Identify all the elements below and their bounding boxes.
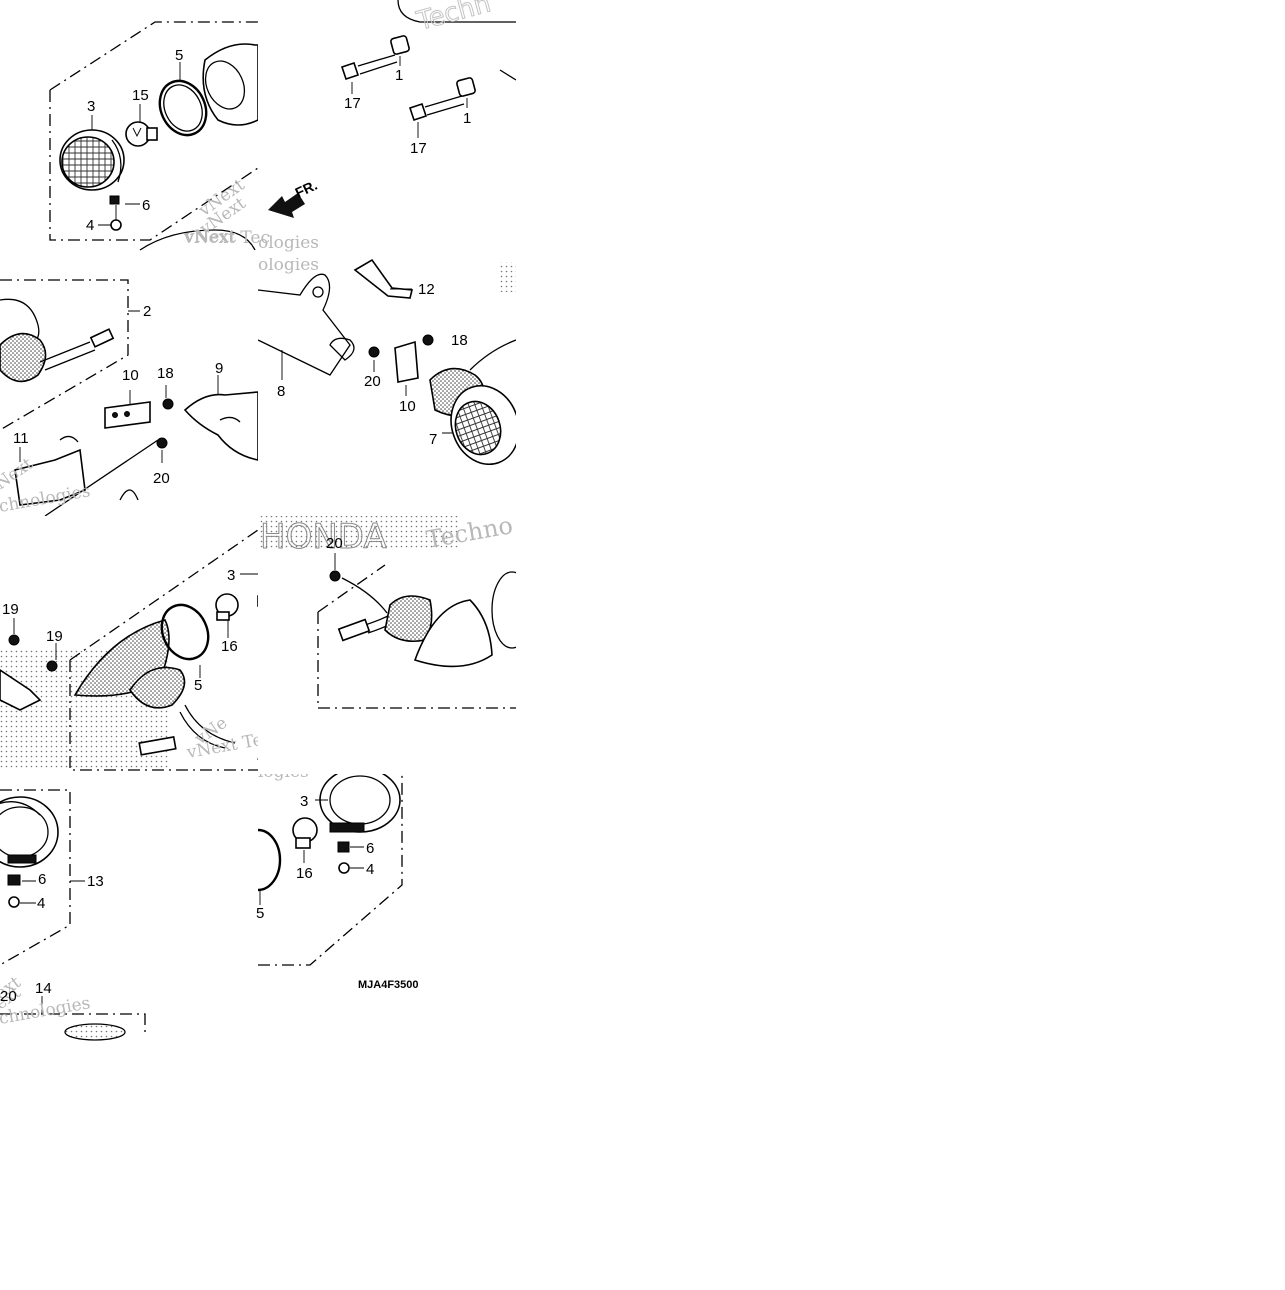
bracket-part-11	[14, 448, 86, 506]
callout-label-14: 14	[35, 980, 52, 997]
callout-label-20: 20	[326, 535, 343, 552]
callout-label-6: 6	[142, 197, 150, 214]
callout-label-3: 3	[87, 98, 95, 115]
callout-label-10: 10	[122, 367, 139, 384]
screw-part-20	[156, 437, 168, 449]
callout-label-17: 17	[410, 140, 427, 157]
callout-label-18: 18	[157, 365, 174, 382]
callout-label-4: 4	[366, 861, 374, 878]
tile-front-left-lamp: vNext vNext	[49, 21, 258, 251]
svg-text:vNext: vNext	[184, 227, 236, 247]
watermark-text: ologies	[258, 233, 319, 253]
front-marker-text: FR.	[293, 177, 320, 201]
callout-label-16: 16	[221, 638, 238, 655]
callout-label-5: 5	[175, 47, 183, 64]
turn-signal-part-7	[429, 339, 516, 466]
bulb-part-16b	[292, 817, 318, 849]
lamp-unit-part-13	[0, 796, 59, 868]
screw-part-4b	[8, 896, 20, 908]
gasket-part-5	[158, 79, 208, 137]
tile-rear-right-lamp: HONDA Techno	[258, 516, 516, 709]
callout-label-20: 20	[0, 988, 17, 1005]
screw-part-4	[110, 219, 122, 231]
bracket-part-10-right	[394, 340, 419, 383]
turn-signal-part-2	[0, 298, 115, 383]
tile-right-stay: ologies	[258, 255, 516, 466]
tile-lamp-3: logies	[258, 762, 403, 966]
lens-part-3c	[319, 774, 401, 833]
callout-label-6: 6	[38, 871, 46, 888]
nut-part-6b	[7, 874, 21, 886]
callout-label-3: 3	[300, 793, 308, 810]
tile-lamp-14: ext chnologies	[0, 972, 146, 1041]
callout-label-6: 6	[366, 840, 374, 857]
callout-label-12: 12	[418, 281, 435, 298]
callout-label-1: 1	[463, 110, 471, 127]
watermark-text: HONDA	[260, 517, 387, 557]
callout-label-9: 9	[215, 360, 223, 377]
tile-mount-bolts: Techn FR. ologies	[258, 0, 516, 253]
callout-label-19: 19	[46, 628, 63, 645]
bulb-part-16	[215, 593, 239, 621]
callout-label-19: 19	[2, 601, 19, 618]
callout-label-16: 16	[296, 865, 313, 882]
watermark-text: vNext Tec	[183, 228, 270, 248]
screw-part-20-rear	[329, 570, 341, 582]
callout-label-5: 5	[194, 677, 202, 694]
bulb-part-15	[125, 121, 158, 147]
watermark-text: Techn	[413, 0, 494, 37]
callout-label-5: 5	[256, 905, 264, 922]
callout-label-2: 2	[143, 303, 151, 320]
callout-label-10: 10	[399, 398, 416, 415]
callout-label-4: 4	[37, 895, 45, 912]
diagram-code: MJA4F3500	[358, 979, 419, 991]
bolt-part-19b	[46, 660, 58, 672]
callout-label-15: 15	[132, 87, 149, 104]
bolt-part-18	[162, 398, 174, 410]
tile-left-stay: Next chnologies	[0, 279, 258, 516]
callout-label-18: 18	[451, 332, 468, 349]
callout-label-7: 7	[429, 431, 437, 448]
callout-label-17: 17	[344, 95, 361, 112]
lens-part-3	[59, 129, 125, 191]
watermark-text: ologies	[258, 255, 319, 275]
callout-label-20: 20	[364, 373, 381, 390]
callout-label-8: 8	[277, 383, 285, 400]
callout-label-20: 20	[153, 470, 170, 487]
front-direction-arrow: FR.	[268, 177, 320, 218]
nut-part-6	[109, 195, 120, 205]
bolt-part-19	[8, 634, 20, 646]
bracket-part-12	[353, 258, 414, 299]
callout-label-11: 11	[13, 430, 29, 447]
lamp-housing	[202, 43, 258, 126]
callout-label-3: 3	[227, 567, 235, 584]
callout-label-4: 4	[86, 217, 94, 234]
callout-labels: 1 1 17 17 3 15 5 6 4 2 12 18 20 10 8 7 1…	[0, 47, 471, 1005]
tile-rear-left-lamp: vNe vNext Tec	[0, 529, 258, 771]
bolt-set-lower	[408, 77, 476, 122]
stay-part-9	[183, 391, 258, 461]
callout-label-13: 13	[87, 873, 104, 890]
watermark-text: logies	[258, 762, 309, 782]
callout-label-1: 1	[395, 67, 403, 84]
bolt-set-upper	[340, 35, 410, 81]
